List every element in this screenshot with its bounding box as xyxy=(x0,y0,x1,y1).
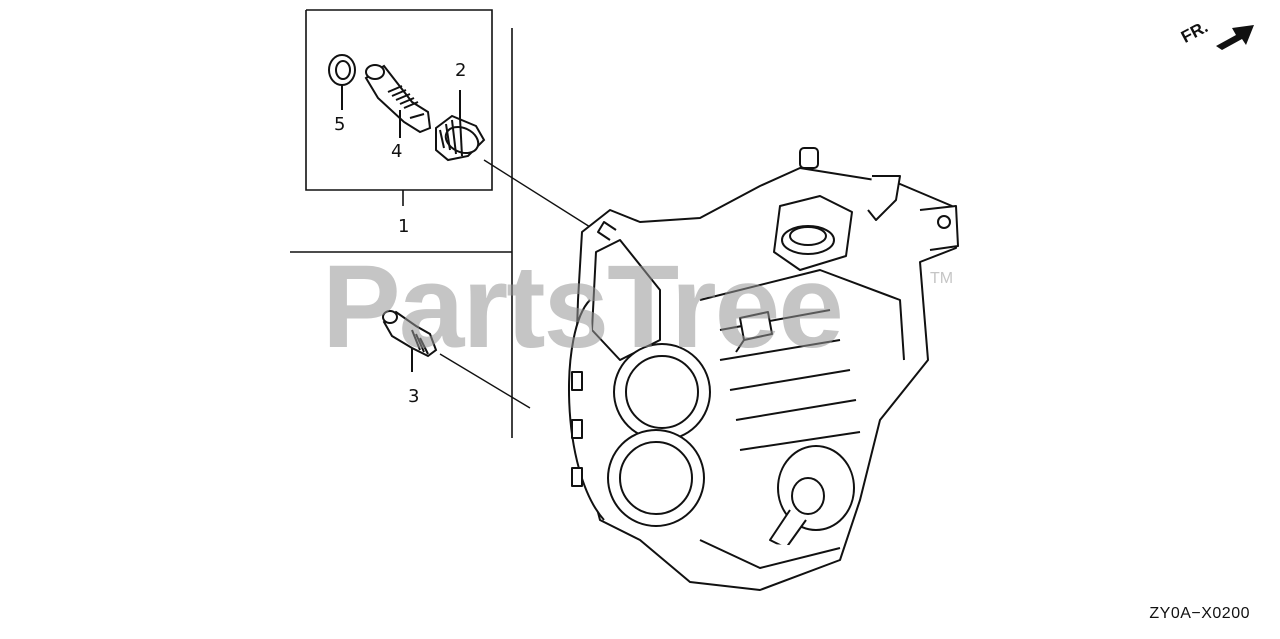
part-seal-ring xyxy=(328,54,356,110)
watermark: PartsTree xyxy=(322,241,844,373)
cylinder-block xyxy=(568,147,959,591)
part-gear xyxy=(435,90,486,162)
front-direction-arrow xyxy=(1216,25,1254,50)
part-sensor xyxy=(382,310,438,372)
callout-5: 5 xyxy=(334,114,346,135)
callout-3: 3 xyxy=(408,386,420,407)
assembly-box xyxy=(290,9,513,438)
callout-4: 4 xyxy=(391,141,403,162)
leader-lines xyxy=(439,159,599,409)
callout-2: 2 xyxy=(455,60,467,81)
diagram-code: ZY0A−X0200 xyxy=(1149,605,1250,622)
watermark-trademark: TM xyxy=(930,270,954,287)
part-shaft xyxy=(364,64,432,138)
callout-1: 1 xyxy=(398,216,410,237)
